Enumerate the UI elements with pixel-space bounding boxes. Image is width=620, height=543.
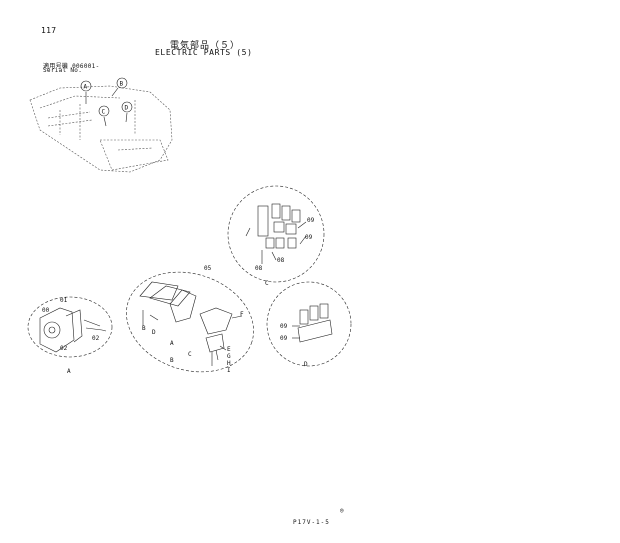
footer-code: P17V-1-5 (293, 519, 330, 526)
detail-b-outline (126, 271, 254, 373)
part-label-09-c-lower: 09 (305, 234, 313, 241)
detail-a-bracket (39, 307, 107, 353)
callout-circle-b-overview (116, 77, 128, 89)
callout-d-overview: D (125, 105, 129, 112)
detail-c-relays (245, 203, 307, 264)
page-title-japanese: 電気部品（５） (170, 41, 241, 51)
detail-label-c: C (265, 280, 269, 287)
detail-label-b: B (170, 357, 174, 364)
detail-c-outline (227, 185, 325, 283)
callout-c-label: C (188, 351, 192, 358)
page-title: ELECTRIC PARTS (5) (155, 48, 253, 57)
machine-overview-sketch (29, 85, 173, 173)
callout-e-label: E (227, 346, 231, 353)
detail-a-outline (27, 296, 113, 358)
callout-f-label: F (240, 311, 244, 318)
detail-label-d: D (304, 361, 308, 368)
callout-b-label-1: B (142, 325, 146, 332)
callout-g-label: G (227, 353, 231, 360)
callout-i-label: I (227, 367, 231, 374)
callout-b-overview: B (120, 81, 124, 88)
serial-applicability-japanese: 適用号機 006001- (43, 63, 100, 70)
part-label-00: 00 (42, 307, 50, 314)
relay-box-assembly (139, 281, 243, 366)
callout-h-label: H (227, 360, 231, 367)
detail-label-a: A (67, 368, 71, 375)
part-label-05: 05 (204, 265, 212, 272)
overview-pointer-lines (85, 87, 128, 127)
detail-d-relays (292, 303, 333, 343)
callout-circle-c-overview (98, 105, 110, 117)
detail-d-outline (266, 281, 352, 367)
part-label-09-d-lower: 09 (280, 335, 288, 342)
serial-number-label: Serial No. (43, 67, 83, 74)
part-label-02-right: 02 (92, 335, 100, 342)
callout-d-label: D (152, 329, 156, 336)
part-label-08-c-left: 08 (255, 265, 263, 272)
callout-c-overview: C (102, 109, 106, 116)
callout-circle-d-overview (121, 101, 133, 113)
part-label-08-c-right: 08 (277, 257, 285, 264)
footer-mark: ◎ (340, 507, 344, 514)
part-label-01: 01 (60, 297, 68, 304)
callout-a-label: A (170, 340, 174, 347)
callout-a-overview: A (84, 84, 88, 91)
part-label-02-bottom: 02 (60, 345, 68, 352)
part-label-09-d-upper: 09 (280, 323, 288, 330)
part-label-09-c-upper: 09 (307, 217, 315, 224)
page-number: 117 (41, 26, 57, 35)
callout-circle-a-overview (80, 80, 92, 92)
